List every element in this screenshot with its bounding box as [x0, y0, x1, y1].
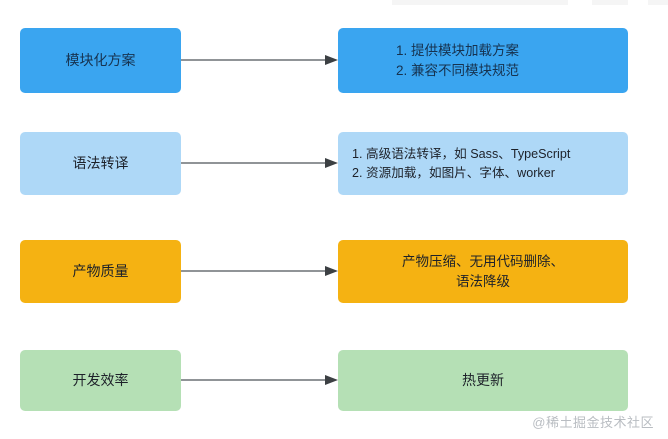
- target-node-output-quality[interactable]: 产物压缩、无用代码删除、 语法降级: [338, 240, 628, 303]
- target-node-dev-efficiency[interactable]: 热更新: [338, 350, 628, 411]
- source-node-label: 语法转译: [72, 155, 129, 172]
- source-node-label: 开发效率: [72, 372, 129, 389]
- source-node-output-quality[interactable]: 产物质量: [20, 240, 181, 303]
- scan-artifact: [392, 0, 568, 5]
- target-node-label: 1. 高级语法转译，如 Sass、TypeScript 2. 资源加载，如图片、…: [352, 147, 571, 180]
- target-node-label: 热更新: [462, 372, 504, 389]
- source-node-dev-efficiency[interactable]: 开发效率: [20, 350, 181, 411]
- target-node-label: 产物压缩、无用代码删除、 语法降级: [402, 253, 564, 289]
- scan-artifact: [648, 0, 668, 5]
- target-node-syntax-transpile[interactable]: 1. 高级语法转译，如 Sass、TypeScript 2. 资源加载，如图片、…: [338, 132, 628, 195]
- arrow-modularization: [181, 53, 339, 67]
- source-node-label: 产物质量: [72, 263, 129, 280]
- source-node-modularization[interactable]: 模块化方案: [20, 28, 181, 93]
- source-node-syntax-transpile[interactable]: 语法转译: [20, 132, 181, 195]
- watermark: @稀土掘金技术社区: [532, 415, 654, 430]
- scan-artifact: [592, 0, 628, 5]
- arrow-dev-efficiency: [181, 373, 339, 387]
- target-node-label: 1. 提供模块加载方案 2. 兼容不同模块规范: [396, 42, 520, 78]
- target-node-modularization[interactable]: 1. 提供模块加载方案 2. 兼容不同模块规范: [338, 28, 628, 93]
- arrow-output-quality: [181, 264, 339, 278]
- source-node-label: 模块化方案: [65, 52, 136, 69]
- arrow-syntax-transpile: [181, 156, 339, 170]
